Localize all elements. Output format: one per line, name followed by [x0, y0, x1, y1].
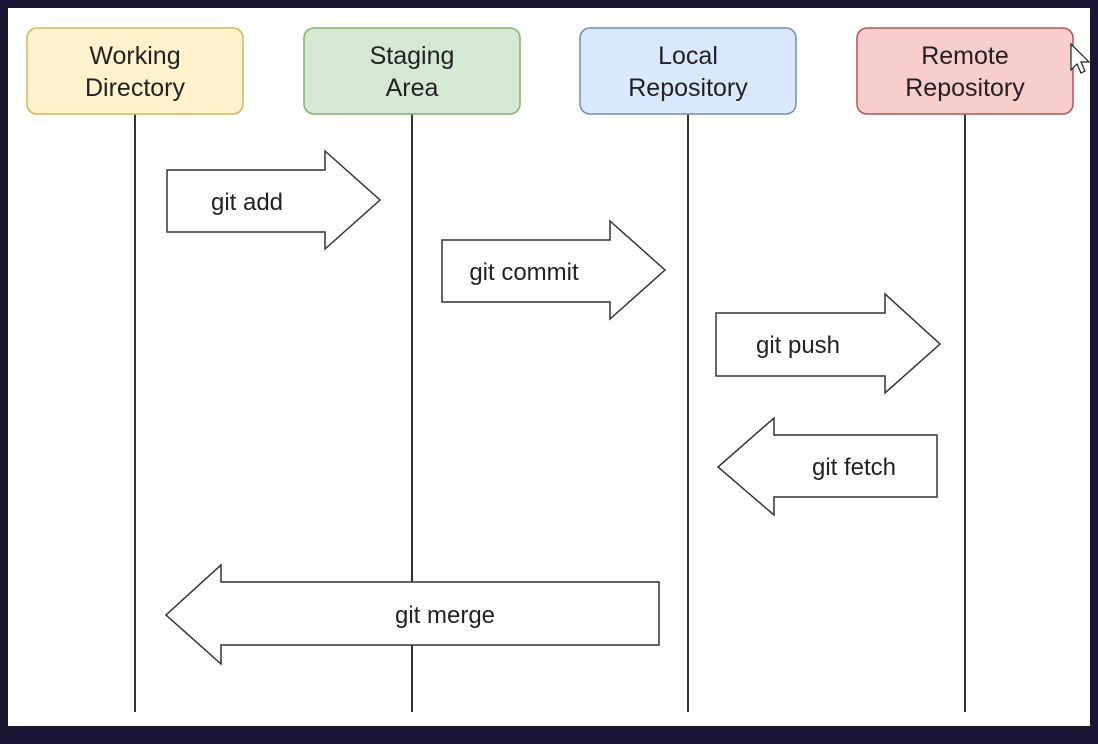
lane-label-staging-1: Staging [370, 42, 455, 70]
lane-label-local-2: Repository [628, 74, 748, 102]
lane-remote: Remote Repository [856, 27, 1074, 115]
lane-label-working-2: Directory [85, 74, 186, 102]
lane-staging: Staging Area [303, 27, 521, 115]
lane-label-remote-1: Remote [921, 42, 1009, 70]
lane-box-local [579, 27, 797, 115]
arrow-shape-git-push [715, 292, 942, 395]
arrow-shape-git-fetch [716, 416, 938, 517]
lane-label-local-1: Local [658, 42, 718, 70]
lane-box-staging [303, 27, 521, 115]
arrow-shape-git-commit [441, 219, 667, 321]
arrow-git-merge: git merge [164, 563, 660, 666]
lane-local: Local Repository [579, 27, 797, 115]
lane-label-remote-2: Repository [905, 74, 1025, 102]
git-workflow-diagram: Working Directory Staging Area Local Rep… [26, 27, 1091, 712]
arrow-shape-git-merge [164, 563, 660, 666]
arrow-shape-git-add [166, 149, 382, 251]
arrow-git-fetch: git fetch [716, 416, 938, 517]
mouse-cursor-icon [1070, 42, 1091, 74]
arrow-label-git-push: git push [756, 332, 840, 359]
arrow-git-add: git add [166, 149, 382, 251]
lane-label-working-1: Working [89, 42, 180, 70]
arrow-label-git-merge: git merge [395, 602, 495, 629]
lane-working: Working Directory [26, 27, 244, 115]
arrow-label-git-commit: git commit [469, 259, 579, 286]
arrow-git-commit: git commit [441, 219, 667, 321]
diagram-canvas: Working Directory Staging Area Local Rep… [8, 8, 1091, 726]
arrow-git-push: git push [715, 292, 942, 395]
arrow-label-git-fetch: git fetch [812, 454, 896, 481]
arrow-label-git-add: git add [211, 189, 283, 216]
lane-label-staging-2: Area [386, 74, 439, 102]
lane-box-remote [856, 27, 1074, 115]
lane-box-working [26, 27, 244, 115]
